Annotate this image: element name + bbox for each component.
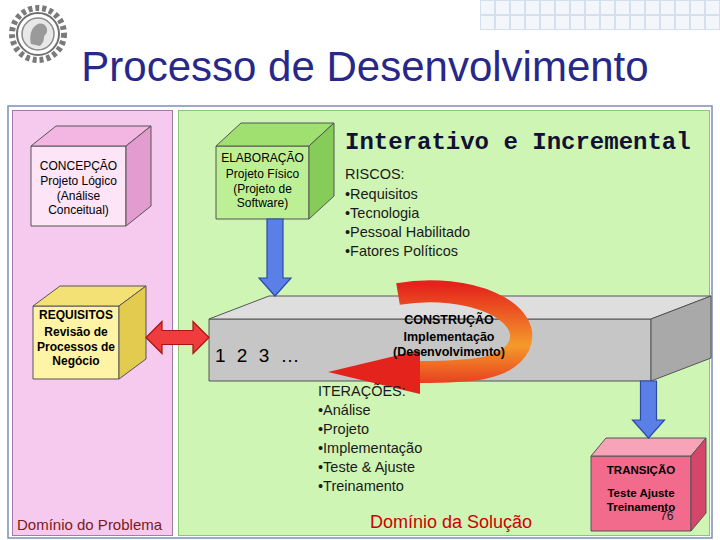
box-side-face — [651, 296, 711, 381]
box-side-face — [691, 438, 706, 531]
domain-panel: Domínio da Solução ELABORAÇÃOProjeto Físi… — [178, 110, 710, 536]
phase-title: REQUISITOS — [33, 308, 119, 323]
box-front-face — [209, 319, 651, 381]
box-front-face — [33, 306, 119, 379]
iteration-heading: ITERAÇÕES: — [318, 383, 406, 400]
outer-frame — [8, 106, 712, 538]
logo-emblem — [12, 8, 64, 60]
box-front-face — [31, 146, 126, 226]
iteration-item: •Projeto — [318, 421, 369, 438]
domain-label: Domínio da Solução — [351, 511, 551, 535]
phase-title: TRANSIÇÃO — [591, 463, 691, 478]
box-side-face — [126, 126, 151, 226]
emblem-profile — [30, 24, 47, 46]
phase-description: Projeto Lógico (Análise Conceitual) — [33, 173, 124, 219]
section-heading: Interativo e Incremental — [345, 129, 691, 158]
risk-heading: RISCOS: — [345, 166, 405, 183]
risk-item: •Tecnologia — [345, 205, 419, 222]
domain-label: Domínio do Problema — [17, 515, 172, 535]
iteration-item: •Análise — [318, 402, 371, 419]
phase-box: REQUISITOSRevisão de Processos de Negóci… — [33, 286, 146, 379]
page-number: 76 — [660, 509, 673, 523]
iteration-numbers: 1 2 3 … — [215, 344, 325, 368]
double-arrow — [146, 322, 209, 354]
box-shape — [591, 438, 706, 531]
corner-grid — [480, 0, 720, 30]
phase-description: Implementação (Desenvolvimento) — [379, 328, 519, 362]
risk-item: •Fatores Políticos — [345, 243, 458, 260]
box-top-face — [591, 438, 706, 456]
box-front-face — [591, 456, 691, 531]
iteration-item: •Teste & Ajuste — [318, 459, 415, 476]
emblem-core — [22, 18, 54, 50]
iteration-item: •Implementação — [318, 440, 422, 457]
box-side-face — [309, 123, 334, 219]
slide-title: Processo de Desenvolvimento — [60, 46, 670, 88]
phase-title: ELABORAÇÃO — [216, 151, 309, 166]
flow-arrow — [633, 381, 665, 438]
gear-ring — [17, 13, 59, 55]
phase-box: TRANSIÇÃOTeste Ajuste Treinamento — [591, 438, 706, 531]
gear-teeth — [12, 8, 64, 60]
phase-description: Projeto Físico (Projeto de Software) — [218, 166, 307, 212]
domain-panel: Domínio do Problema CONCEPÇÃOProjeto Lógi… — [12, 110, 173, 536]
risk-item: •Pessoal Habilitado — [345, 224, 470, 241]
flow-arrow — [259, 219, 291, 296]
phase-box: CONSTRUÇÃOImplementação (Desenvolvimento… — [209, 296, 711, 381]
phase-box: ELABORAÇÃOProjeto Físico (Projeto de Sof… — [216, 123, 334, 219]
iteration-item: •Treinamento — [318, 478, 404, 495]
box-front-face — [216, 146, 309, 219]
risk-item: •Requisitos — [345, 186, 418, 203]
box-side-face — [119, 286, 146, 379]
phase-title: CONSTRUÇÃO — [369, 312, 529, 328]
phase-description: Revisão de Processos de Negócio — [35, 323, 117, 371]
phase-title: CONCEPÇÃO — [31, 159, 126, 173]
phase-box: CONCEPÇÃOProjeto Lógico (Análise Conceit… — [31, 126, 151, 226]
